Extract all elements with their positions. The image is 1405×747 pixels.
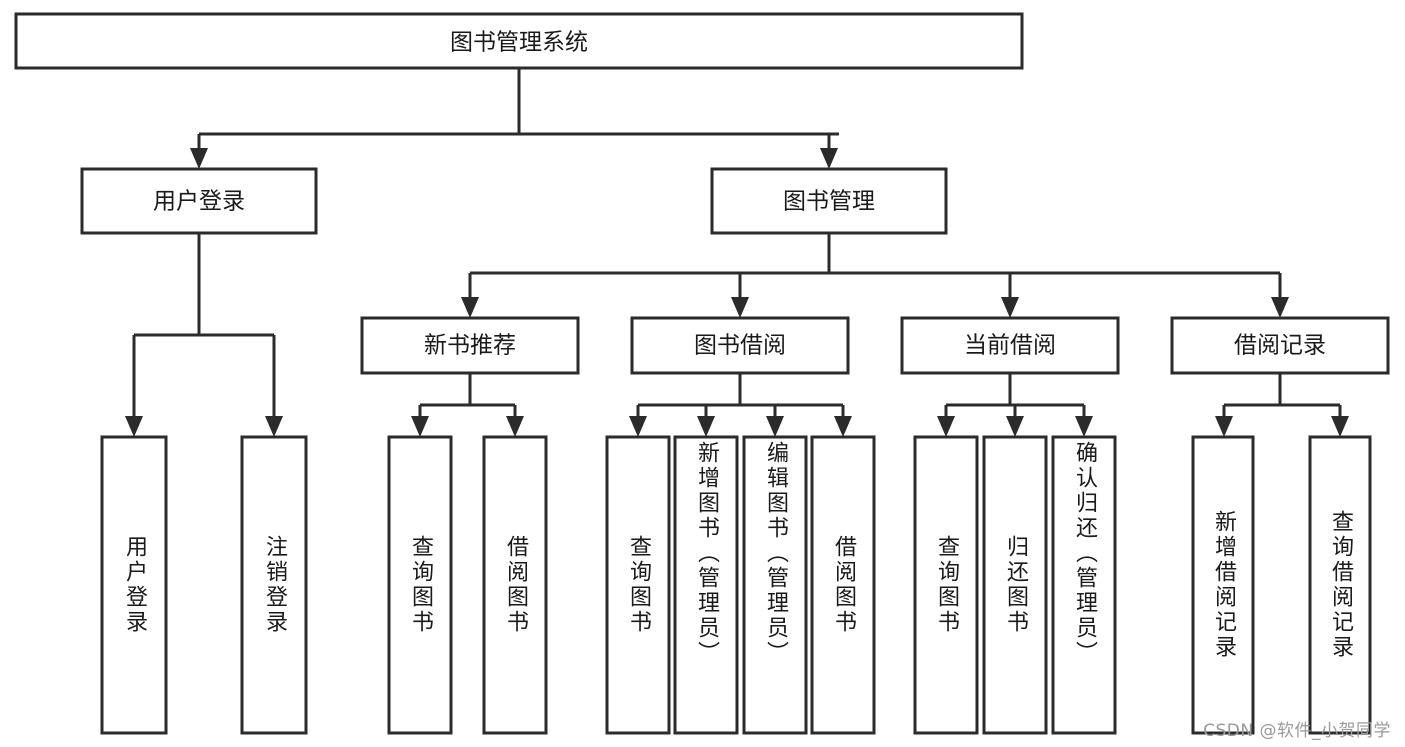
- leaf-confirm-return-box[interactable]: [1051, 435, 1117, 735]
- node-current-borrow[interactable]: 当前借阅: [900, 316, 1120, 375]
- node-book-borrow[interactable]: 图书借阅: [630, 316, 850, 375]
- leaf-boxes: [100, 435, 1372, 735]
- leaf-query-book-1-box[interactable]: [387, 435, 453, 735]
- arrow-head-book-manage: [820, 148, 838, 169]
- edges-user-login-to-leaves: [125, 233, 283, 437]
- arrow-head-leaf-query-book-3: [937, 416, 955, 437]
- leaf-add-book-box[interactable]: [673, 435, 739, 735]
- leaf-user-login-box[interactable]: [100, 435, 168, 735]
- edges-new-book-recommend-to-leaves: [411, 373, 524, 437]
- leaf-query-book-2-box[interactable]: [605, 435, 671, 735]
- node-user-login[interactable]: 用户登录: [80, 167, 318, 235]
- node-user-login-box[interactable]: [80, 167, 318, 235]
- arrow-head-leaf-return-book: [1006, 416, 1024, 437]
- node-root-label: 图书管理系统: [450, 30, 588, 56]
- node-new-book-recommend[interactable]: 新书推荐: [360, 316, 580, 375]
- node-current-borrow-label: 当前借阅: [964, 333, 1056, 359]
- edges-root-to-level2: [190, 68, 839, 169]
- arrow-head-leaf-query-book-2: [629, 416, 647, 437]
- arrow-head-leaf-add-book: [697, 416, 715, 437]
- leaf-edit-book-box[interactable]: [742, 435, 808, 735]
- node-borrow-record-box[interactable]: [1170, 316, 1390, 375]
- arrow-head-leaf-query-book-1: [411, 416, 429, 437]
- node-current-borrow-box[interactable]: [900, 316, 1120, 375]
- arrow-head-leaf-edit-book: [766, 416, 784, 437]
- edges-book-manage-to-level3: [461, 233, 1289, 318]
- arrow-head-leaf-user-logout: [265, 416, 283, 437]
- leaf-query-book-3-box[interactable]: [913, 435, 979, 735]
- leaf-query-record-box[interactable]: [1308, 435, 1372, 735]
- node-borrow-record-label: 借阅记录: [1234, 333, 1326, 359]
- arrow-head-leaf-add-record: [1215, 416, 1233, 437]
- arrow-head-user-login: [190, 148, 208, 169]
- leaf-user-logout-box[interactable]: [240, 435, 308, 735]
- arrow-head-leaf-borrow-book-2: [834, 416, 852, 437]
- arrow-head-book-borrow: [731, 297, 749, 318]
- arrow-head-leaf-user-login: [125, 416, 143, 437]
- edges-current-borrow-to-leaves: [937, 373, 1093, 437]
- leaf-add-record-box[interactable]: [1191, 435, 1255, 735]
- node-root[interactable]: 图书管理系统: [14, 12, 1024, 70]
- leaf-return-book-box[interactable]: [982, 435, 1048, 735]
- watermark: CSDN @软件_小贺同学: [1203, 721, 1391, 741]
- leaf-borrow-book-1-box[interactable]: [482, 435, 548, 735]
- node-book-borrow-box[interactable]: [630, 316, 850, 375]
- arrow-head-current-borrow: [1001, 297, 1019, 318]
- arrow-head-leaf-borrow-book-1: [506, 416, 524, 437]
- node-borrow-record[interactable]: 借阅记录: [1170, 316, 1390, 375]
- node-book-manage-label: 图书管理: [783, 189, 875, 215]
- leaf-borrow-book-2-box[interactable]: [810, 435, 876, 735]
- node-book-borrow-label: 图书借阅: [694, 333, 786, 359]
- node-root-box[interactable]: [14, 12, 1024, 70]
- arrow-head-leaf-query-record: [1331, 416, 1349, 437]
- edges-borrow-record-to-leaves: [1215, 373, 1349, 437]
- node-book-manage-box[interactable]: [710, 167, 948, 235]
- node-new-book-recommend-label: 新书推荐: [424, 333, 516, 359]
- arrow-head-borrow-record: [1271, 297, 1289, 318]
- arrow-head-leaf-confirm-return: [1075, 416, 1093, 437]
- node-user-login-label: 用户登录: [153, 189, 245, 215]
- edges-book-borrow-to-leaves: [629, 373, 852, 437]
- arrow-head-new-book-recommend: [461, 297, 479, 318]
- node-new-book-recommend-box[interactable]: [360, 316, 580, 375]
- node-book-manage[interactable]: 图书管理: [710, 167, 948, 235]
